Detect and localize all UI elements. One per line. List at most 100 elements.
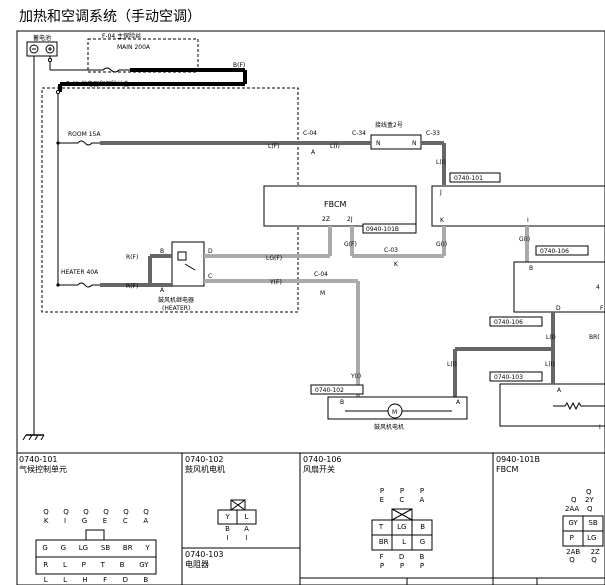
li-a-label: L(I) [330,143,340,150]
yf-label: Y(F) [269,279,282,286]
c0740-101-top-label: 0740-101 [454,175,483,182]
n-left-label: N [376,140,381,147]
relay-c-label: C [208,273,212,280]
c5-pin-2aa: 2AA [565,505,580,513]
climate-control-box [431,185,605,227]
c0940-101b-label: 0940-101B [366,226,399,233]
heater-fuse-icon [58,282,100,288]
c3-code: 0740-103 [185,550,224,559]
c5-pin-q1: Q [586,488,592,496]
c0740-103-box [489,371,543,382]
relay-fuse-box [41,87,299,313]
diagram-line [230,499,246,511]
blower-relay-box [171,241,205,287]
fan-switch-box [513,261,605,313]
diagram-line [34,434,39,441]
n-right-label: N [412,140,417,147]
c0940-101b-box [362,223,417,234]
yi-label: Y(I) [350,373,361,380]
c33-label: C-33 [426,130,440,137]
c5-pin-q3: Q [587,505,593,513]
bf-label: B(F) [233,62,245,69]
li-b-label: L(I) [436,159,446,166]
fbcm-box [263,185,417,227]
page-title: 加热和空调系统（手动空调） [19,9,201,25]
c5-code: 0940-101B [496,455,541,464]
diagram-line [28,434,33,441]
battery-box [26,41,58,57]
c4-code: 0740-106 [303,455,342,464]
diagram-text: M [392,409,397,416]
li-e-label: L(I) [545,361,555,368]
gi2-label: G(I) [519,236,530,243]
lf-room-label: L(F) [268,143,279,150]
n4-label: 4 [596,284,600,291]
gi-label: G(I) [436,241,447,248]
diagram-line [40,434,45,441]
room-fuse-label: ROOM 15A [68,131,101,138]
c2-name: 鼓风机电机 [185,465,225,474]
rf1-label: R(F) [126,254,138,261]
f04-label: F-04 主保险丝 [102,32,141,40]
c1-name: 气候控制单元 [19,465,67,474]
relay-name1-label: 鼓风机继电器 [158,296,194,304]
resistor-icon [553,401,605,411]
k-pin2-label: K [394,261,399,268]
j-pin-label: J [439,189,442,196]
relay-d-label: D [208,248,213,255]
c0740-106-b-box [489,316,543,327]
diagram-circle [47,57,53,63]
c34-label: C-34 [352,130,366,137]
c04-m-label: C-04 [314,271,328,278]
c0740-106-a-box [535,245,589,256]
d-pin-label: D [556,305,561,312]
c5-name: FBCM [496,465,519,474]
b-motor-label: B [340,399,344,406]
c4-name: 风扇开关 [303,465,335,474]
diagram-circle [55,89,61,95]
m-pin-label: M [320,290,325,297]
resistor-box [499,383,605,427]
main-fuse-label: MAIN 200A [117,44,151,51]
motor-label: 鼓风机电机 [374,423,404,431]
junction2-label: 接线盒2号 [375,121,403,129]
pin-2j-label: 2J [347,216,353,223]
diagram-line [391,508,413,521]
battery-plus-icon [45,44,55,54]
c0740-101-top-box [449,172,501,183]
diagram-frame [16,30,605,585]
c3-name: 电阻器 [185,560,209,569]
k-pin-label: K [440,217,445,224]
a-pin3-label: A [557,387,562,394]
diagram-rect [85,529,105,541]
f-pin-label: F [600,305,604,312]
diagram-line [184,263,196,271]
c03-label: C-03 [384,247,398,254]
c0740-102-label: 0740-102 [315,387,344,394]
rf2-label: R(F) [126,283,138,290]
diagram-line [22,434,27,441]
c5-pin-q2: Q [571,496,577,504]
room-fuse-icon [58,140,100,146]
main-fuse-icon [50,67,130,73]
li-c-label: L(I) [546,334,556,341]
c0740-102-box [310,384,364,395]
heater-fuse-label: HEATER 40A [61,269,99,276]
lgf-label: LG(F) [266,255,282,262]
a-motor-label: A [456,399,461,406]
c2-code: 0740-102 [185,455,224,464]
